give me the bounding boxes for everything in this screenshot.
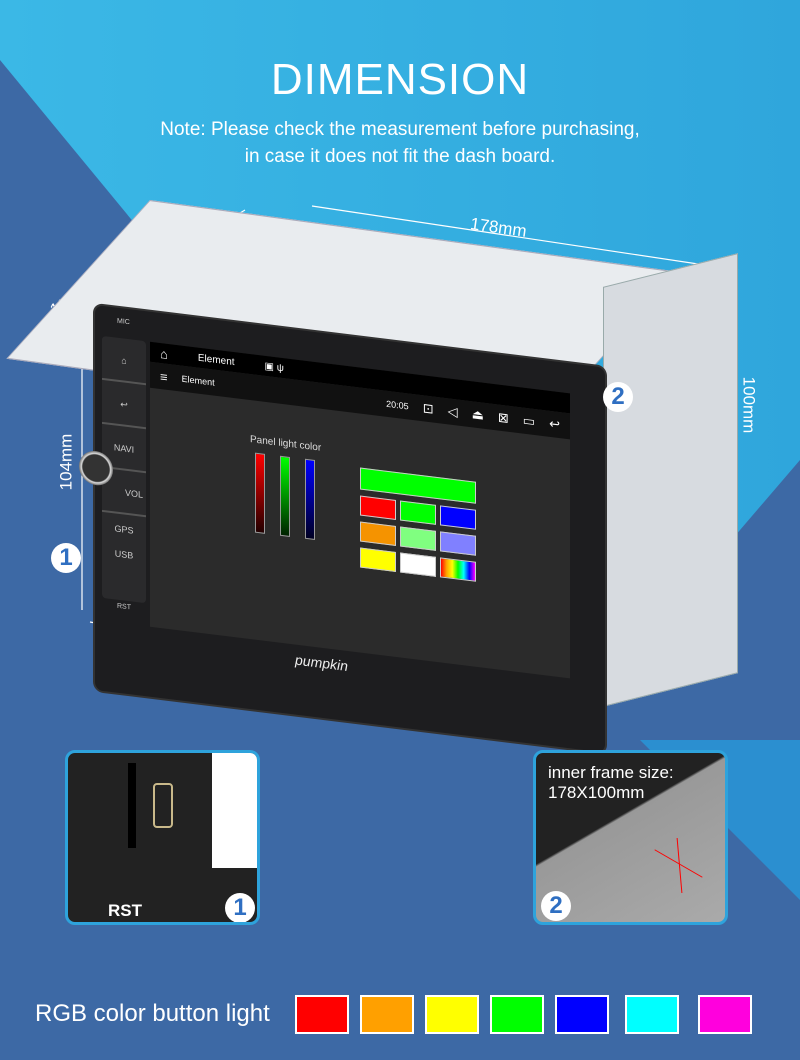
color-swatch[interactable]	[400, 526, 436, 551]
inner-frame-line1: inner frame size:	[548, 763, 674, 782]
back-icon[interactable]: ↩	[549, 415, 560, 433]
rgb-color-swatch	[360, 995, 414, 1034]
red-slider[interactable]	[255, 452, 265, 534]
rgb-color-swatch	[625, 995, 679, 1034]
brand-logo: pumpkin	[295, 651, 348, 675]
note-line-1: Note: Please check the measurement befor…	[160, 119, 640, 140]
rgb-color-swatch	[425, 995, 479, 1034]
color-swatch[interactable]	[400, 552, 436, 577]
screen: ⌂ Element ▣ ψ ≡ Element 20:05 ⊡ ◁ ⏏ ⊠ ▭ …	[150, 341, 570, 679]
inner-frame-line2: 178X100mm	[548, 783, 645, 802]
device-front-panel: ⌂ ↩ NAVI VOL GPS USB MIC RST ⌂ Element ▣…	[79, 305, 605, 753]
color-swatch[interactable]	[400, 500, 436, 525]
color-swatch[interactable]	[360, 495, 396, 520]
color-swatch[interactable]	[440, 531, 476, 556]
usb-label: USB	[114, 548, 134, 561]
mini-usb-port	[153, 783, 173, 828]
volume-icon[interactable]: ◁	[447, 403, 458, 420]
dim-height-front: 104mm	[56, 433, 76, 491]
inset-rst-label: RST	[108, 901, 142, 920]
dim-height-back: 100mm	[739, 376, 759, 434]
home-button[interactable]: ⌂	[102, 335, 146, 386]
device-side-case	[603, 253, 738, 707]
page-title: DIMENSION	[270, 55, 530, 104]
screenshot-icon[interactable]: ⊡	[422, 400, 434, 417]
color-swatch[interactable]	[440, 505, 476, 530]
mic-label: MIC	[117, 317, 130, 327]
green-slider[interactable]	[280, 455, 290, 537]
home-icon[interactable]: ⌂	[160, 345, 168, 362]
inset-callout-2: 2	[541, 891, 571, 921]
close-app-icon[interactable]: ⊠	[497, 409, 509, 426]
note-line-2: in case it does not fit the dash board.	[244, 146, 556, 167]
panel-light-label: Panel light color	[250, 434, 322, 454]
clock: 20:05	[386, 398, 409, 412]
inset-frame-closeup: inner frame size:178X100mm 2	[533, 750, 728, 925]
rgb-color-swatch	[490, 995, 544, 1034]
rst-label: RST	[117, 602, 131, 612]
rgb-color-swatch	[295, 995, 349, 1034]
blue-slider[interactable]	[305, 458, 315, 541]
menu-icon[interactable]: ≡	[160, 368, 168, 385]
back-button[interactable]: ↩	[102, 379, 146, 430]
status-title: Element	[197, 352, 235, 368]
rgb-label: RGB color button light	[35, 1000, 270, 1027]
note: Note: Please check the measurement befor…	[0, 116, 800, 170]
inner-frame-text: inner frame size:178X100mm	[548, 763, 674, 803]
color-swatch[interactable]	[360, 547, 396, 572]
inset-callout-1: 1	[225, 893, 255, 922]
rgb-color-swatch	[698, 995, 752, 1034]
eject-icon[interactable]: ⏏	[471, 406, 484, 423]
color-swatch[interactable]	[440, 557, 476, 582]
recent-apps-icon[interactable]: ▭	[522, 412, 536, 430]
image-usb-icon: ▣ ψ	[264, 360, 284, 374]
inset-rst-closeup: RST 1	[65, 750, 260, 925]
app-title: Element	[181, 373, 215, 388]
sd-slot	[128, 763, 136, 848]
rgb-color-swatch	[555, 995, 609, 1034]
color-swatch[interactable]	[360, 521, 396, 546]
callout-2: 2	[603, 382, 633, 412]
callout-1: 1	[51, 543, 81, 573]
